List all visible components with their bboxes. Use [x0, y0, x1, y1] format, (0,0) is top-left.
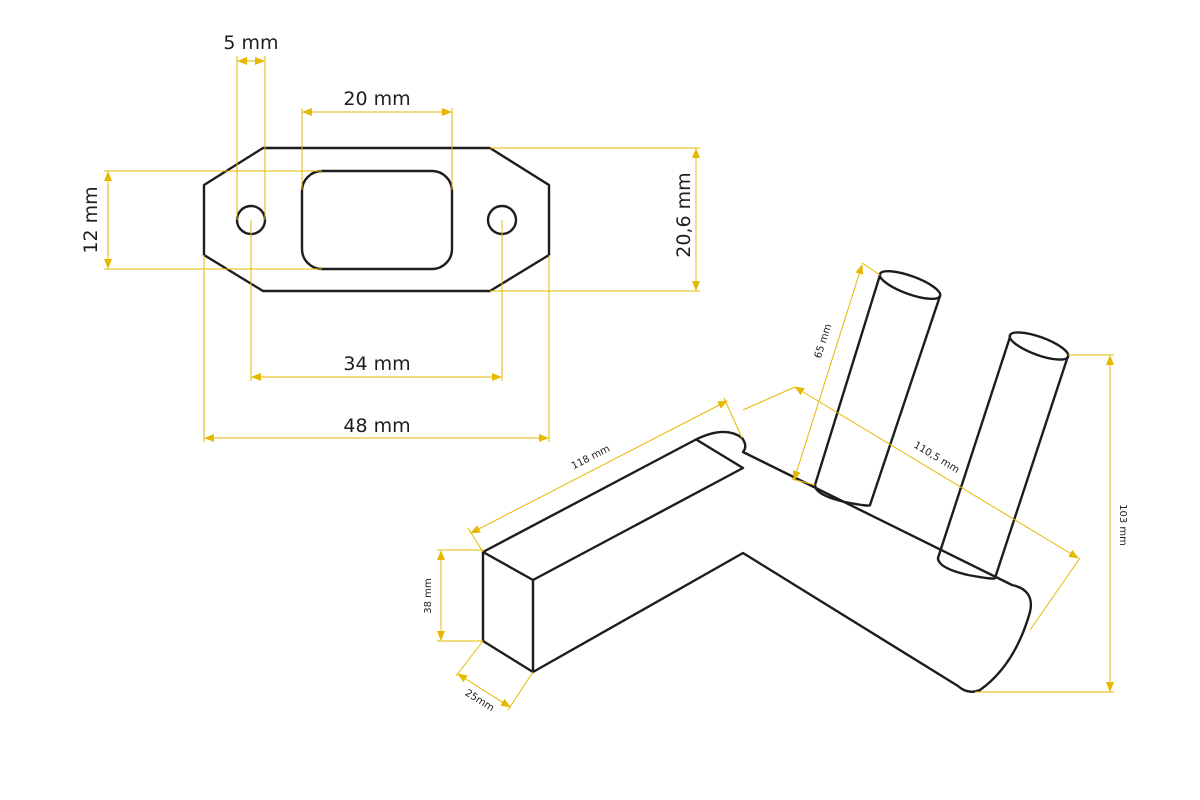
dim-label-arm-length: 118 mm	[570, 443, 612, 472]
dim-label-width: 48 mm	[343, 415, 410, 437]
dimension-hole-spacing: 34 mm	[250, 220, 503, 381]
dim-label-slot-width: 20 mm	[343, 88, 410, 110]
dimension-slot-height: 12 mm	[80, 170, 322, 270]
box-front-face	[481, 550, 535, 674]
flange-drawing: 5 mm 20 mm 12 mm 20,6 mm 34 mm 48 mm	[80, 32, 700, 442]
flange-slot	[300, 169, 454, 271]
dimension-hole: 5 mm	[223, 32, 279, 220]
dim-label-box-height: 38 mm	[423, 578, 434, 613]
manifold-outline	[481, 430, 1033, 693]
dim-label-total-height: 103 mm	[1117, 504, 1128, 546]
dimension-branch-length: 110,5 mm	[742, 386, 1081, 631]
dimension-box-depth: 25mm	[455, 640, 534, 714]
pipe-right	[936, 331, 1070, 580]
dim-label-height: 20,6 mm	[673, 172, 695, 257]
dimension-total-height: 103 mm	[975, 354, 1128, 693]
dimension-height: 20,6 mm	[490, 147, 700, 292]
manifold-drawing: 118 mm 65 mm 110,5 mm 103 mm 38 mm 25mm	[423, 262, 1128, 714]
dimension-box-height: 38 mm	[423, 549, 483, 642]
dimension-width: 48 mm	[203, 255, 550, 442]
dimension-arm-length: 118 mm	[467, 397, 743, 553]
dim-label-slot-height: 12 mm	[80, 186, 102, 253]
dim-label-hole: 5 mm	[223, 32, 278, 54]
dim-label-pipe-length: 65 mm	[813, 323, 834, 360]
pipe-left	[813, 269, 942, 507]
dimension-slot-width: 20 mm	[301, 88, 453, 190]
dim-label-hole-spacing: 34 mm	[343, 353, 410, 375]
dim-label-branch-length: 110,5 mm	[911, 440, 961, 476]
dim-label-box-depth: 25mm	[463, 688, 496, 714]
dimension-pipe-length: 65 mm	[791, 262, 881, 486]
